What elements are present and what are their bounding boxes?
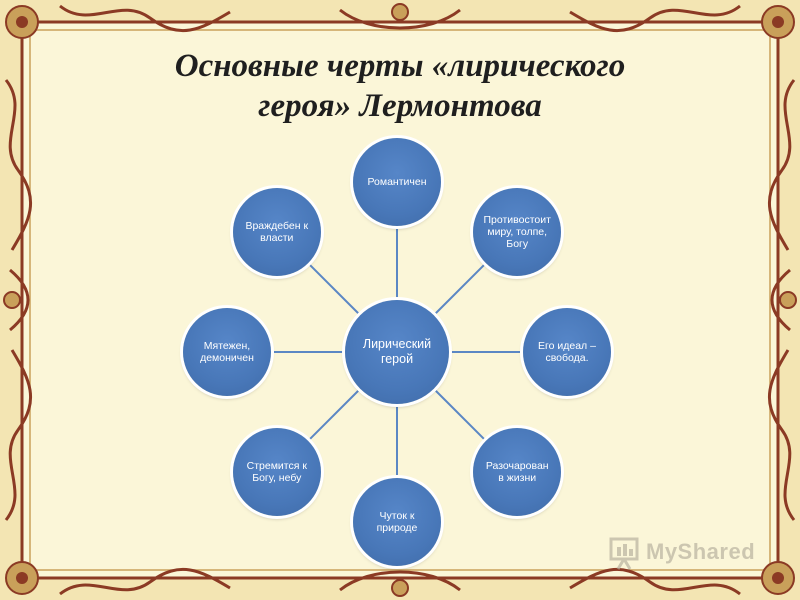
mind-map-node: Разочарован в жизни <box>473 428 562 517</box>
title-line-1: Основные черты «лирического <box>174 48 626 84</box>
node-label: Мятежен, демоничен <box>200 340 254 364</box>
node-label: Его идеал – свобода. <box>538 340 596 364</box>
mind-map-node: Враждебен к власти <box>232 187 321 276</box>
watermark: MyShared <box>608 533 778 573</box>
mind-map-node: Стремится к Богу, небу <box>232 428 321 517</box>
mind-map-node: Романтичен <box>353 138 441 226</box>
node-label: Разочарован в жизни <box>485 460 549 485</box>
central-node-label: Лирический герой <box>362 337 432 366</box>
watermark-text: MyShared <box>646 539 756 564</box>
node-label: Враждебен к власти <box>245 219 309 244</box>
connector-line <box>309 264 361 316</box>
node-label: Противостоит миру, толпе, Богу <box>483 213 551 250</box>
mind-map-node: Противостоит миру, толпе, Богу <box>473 187 562 276</box>
node-label: Чуток к природе <box>376 510 418 534</box>
slide-title: Основные черты «лирического героя» Лермо… <box>60 46 740 126</box>
presentation-board-icon <box>609 537 639 570</box>
connector-line <box>309 388 361 440</box>
central-node: Лирический герой <box>345 300 449 404</box>
node-label: Стремится к Богу, небу <box>246 460 307 485</box>
mind-map-node: Мятежен, демоничен <box>183 308 271 396</box>
mind-map-node: Его идеал – свобода. <box>523 308 611 396</box>
mind-map-node: Чуток к природе <box>353 478 441 566</box>
connector-line <box>433 388 485 440</box>
node-label: Романтичен <box>367 176 427 188</box>
title-line-2: героя» Лермонтова <box>258 88 542 124</box>
connector-line <box>433 264 485 316</box>
